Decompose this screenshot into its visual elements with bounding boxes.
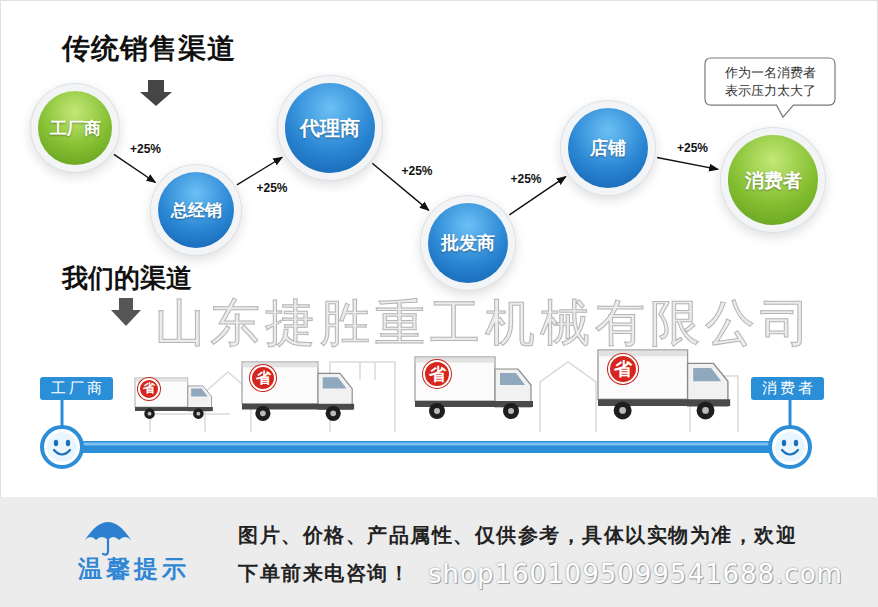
node-text: 消费者 <box>745 170 802 191</box>
truck <box>415 357 533 419</box>
channel-bar-highlight <box>62 443 790 446</box>
watermark: 山东捷胜重工机械有限公司 <box>155 296 815 351</box>
endpoint-tag: 工厂商 <box>40 377 113 400</box>
smiley-ring <box>770 427 810 467</box>
chart-title: 传统销售渠道 <box>62 32 236 66</box>
edge-label: +25% <box>508 172 543 186</box>
connector <box>657 158 718 170</box>
truck <box>135 378 213 419</box>
channel-circle: 消费者 <box>728 135 818 225</box>
smiley-eye <box>782 440 786 446</box>
channel-circle: 代理商 <box>285 83 375 173</box>
tip-heading: 温馨提示 <box>78 556 190 584</box>
node-text: 总经销 <box>171 201 222 220</box>
smiley-eye <box>66 440 70 446</box>
channel-circle: 店铺 <box>568 108 648 188</box>
node-text: 代理商 <box>300 117 360 139</box>
node-text: 省 <box>429 365 446 384</box>
smiley-mouth <box>782 450 798 455</box>
connector <box>114 154 156 182</box>
seal-circle: 省 <box>423 360 451 388</box>
smiley-ring <box>42 427 82 467</box>
connector-line <box>657 158 718 170</box>
umbrella-handle <box>103 540 108 555</box>
notice-band <box>0 497 878 607</box>
house-outline <box>540 362 596 432</box>
smiley-mouth <box>54 450 70 455</box>
node-text: 作为一名消费者 表示压力太大了 <box>723 64 817 99</box>
house-outline <box>360 362 375 380</box>
smiley-eye <box>794 440 798 446</box>
seal-circle: 省 <box>250 365 276 391</box>
edge-label: +25% <box>128 142 163 156</box>
smiley-eye <box>54 440 58 446</box>
speech-bubble: 作为一名消费者 表示压力太大了 <box>705 58 835 105</box>
section-heading: 我们的渠道 <box>62 264 192 294</box>
umbrella-icon <box>85 522 131 555</box>
node-text: 店铺 <box>590 138 626 158</box>
seal-circle: 省 <box>138 378 160 400</box>
edge-label: +25% <box>254 181 289 195</box>
smiley-icon <box>42 427 82 467</box>
bubble-shape <box>705 58 835 117</box>
truck <box>242 362 354 421</box>
node-text: 省 <box>614 359 632 379</box>
watermark-url: shop1601095099541688.com <box>428 560 843 590</box>
edge-label: +25% <box>675 141 710 155</box>
channel-circle: 工厂商 <box>38 91 112 165</box>
channel-circle: 批发商 <box>428 203 508 283</box>
edge-label: +25% <box>399 164 434 178</box>
smiley-icon <box>770 427 810 467</box>
channel-circle: 总经销 <box>158 172 234 248</box>
endpoint-tag: 消费者 <box>751 377 824 400</box>
smiley-face <box>775 432 805 462</box>
node-text: 工厂商 <box>51 379 105 398</box>
node-text: 省 <box>143 382 155 395</box>
umbrella-canopy <box>85 522 131 540</box>
node-text: 工厂商 <box>50 119 101 138</box>
down-arrow <box>111 298 141 326</box>
connector-line <box>114 154 156 182</box>
node-text: 批发商 <box>441 233 495 253</box>
node-text: 消费者 <box>762 379 816 398</box>
truck <box>598 350 730 419</box>
node-text: 省 <box>256 370 271 387</box>
smiley-face <box>47 432 77 462</box>
down-arrow <box>140 80 172 106</box>
house-outline <box>150 414 230 432</box>
seal-circle: 省 <box>608 354 638 384</box>
channel-bar <box>62 441 790 453</box>
